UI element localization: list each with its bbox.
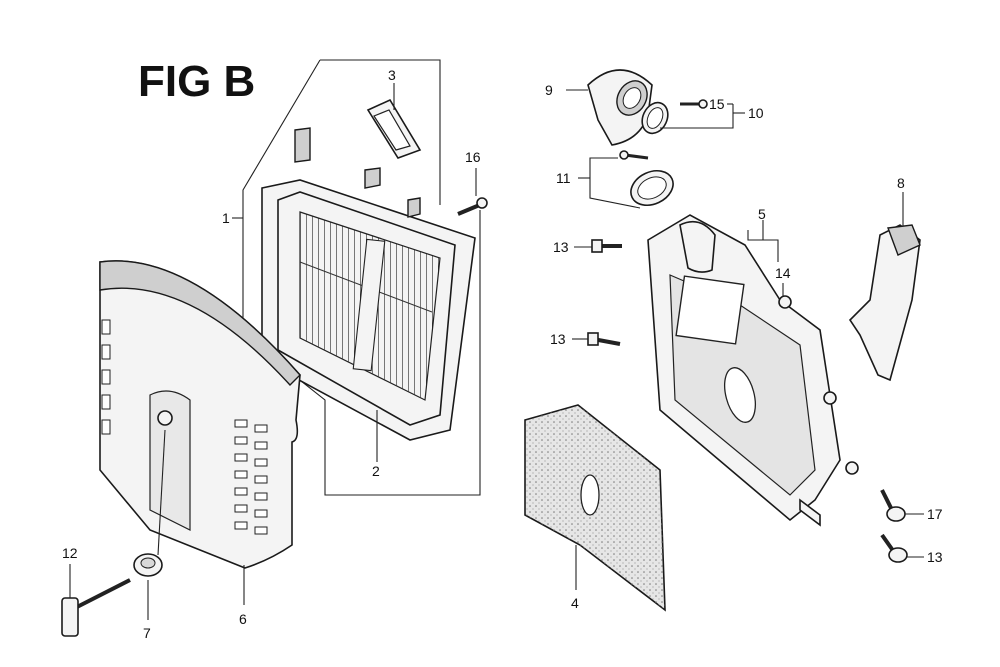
bracket-10: [660, 104, 734, 129]
callout-8: 8: [897, 175, 905, 191]
air-filter-frame: [261, 127, 476, 441]
knob-7: [133, 553, 163, 577]
callout-7: 7: [143, 625, 151, 641]
callout-1: 1: [222, 210, 230, 226]
clamp-10: [641, 99, 708, 135]
bolt-16: [457, 197, 488, 216]
bolt-17: [880, 489, 906, 522]
bolt-13-middle: [587, 332, 621, 346]
foam-filter: [524, 404, 666, 612]
air-cleaner-case: [647, 214, 859, 527]
bracket-11: [589, 157, 641, 209]
callout-11: 11: [556, 170, 571, 186]
callout-4: 4: [571, 595, 579, 611]
callout-12: 12: [62, 545, 78, 561]
clip-14: [778, 295, 792, 309]
callout-17: 17: [927, 506, 943, 522]
bolt-13-lower: [880, 533, 908, 563]
duct-8: [848, 224, 921, 382]
assembly-bracket-1: [320, 59, 441, 205]
callout-16: 16: [465, 149, 481, 165]
callout-13-lower: 13: [927, 549, 943, 565]
intake-elbow-9: [587, 69, 653, 146]
bolt-13-upper: [591, 239, 622, 253]
callout-2: 2: [372, 463, 380, 479]
callout-13-middle: 13: [550, 331, 566, 347]
callout-9: 9: [545, 82, 553, 98]
callout-13-upper: 13: [553, 239, 569, 255]
callout-3: 3: [388, 67, 396, 83]
callout-5: 5: [758, 206, 766, 222]
bolt-12: [61, 578, 131, 637]
callout-14: 14: [775, 265, 791, 281]
figure-title: FIG B: [138, 57, 255, 106]
callout-10: 10: [748, 105, 764, 121]
assembly-bracket-1-left: [242, 59, 481, 496]
callout-15: 15: [709, 96, 725, 112]
callout-6: 6: [239, 611, 247, 627]
air-cleaner-cover: [99, 260, 301, 569]
gasket-part: [366, 98, 422, 159]
clamp-11: [619, 150, 674, 207]
